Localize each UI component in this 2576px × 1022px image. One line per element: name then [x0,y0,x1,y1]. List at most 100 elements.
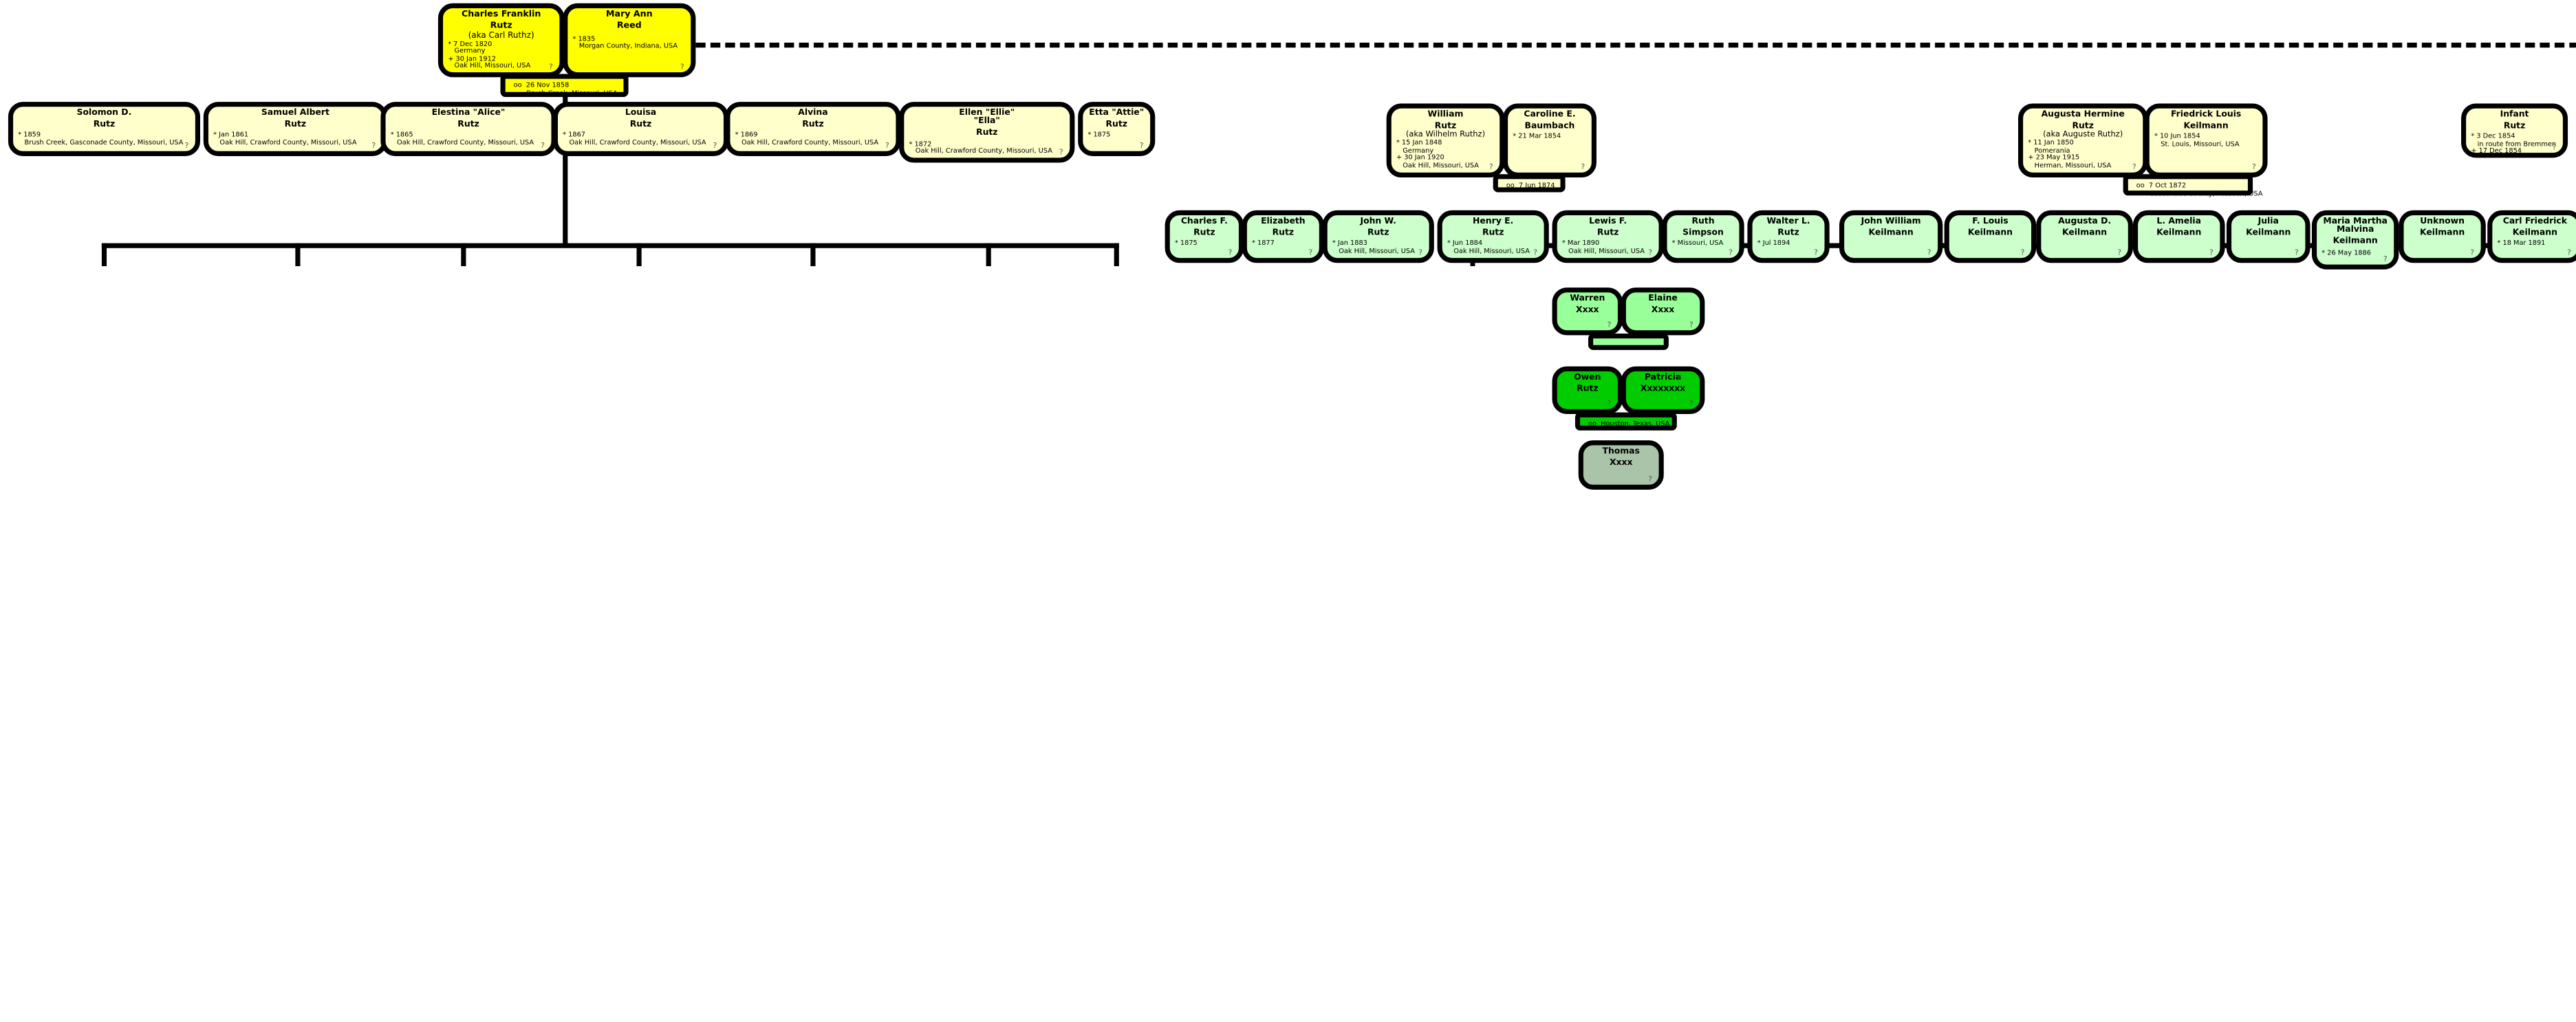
person-box-unknown-keilmann[interactable]: Unknown Keilmann ? [2399,210,2486,263]
person-box-alvina-rutz[interactable]: Alvina Rutz * 1869 Oak Hill, Crawford Co… [725,102,901,156]
person-unknown-marker: ? [2209,250,2214,259]
person-given-name: Ellen "Ellie" "Ella" [959,108,1015,127]
person-unknown-marker: ? [1308,250,1313,259]
person-facts: * 1835 Morgan County, Indiana, USA [572,34,678,50]
person-box-elestina-alice-rutz[interactable]: Elestina "Alice" Rutz * 1865 Oak Hill, C… [380,102,556,156]
person-facts: * Jul 1894 [1757,239,1790,248]
person-unknown-marker: ? [2566,250,2571,259]
person-given-name: Lewis F. [1589,217,1627,227]
person-box-john-w-rutz[interactable]: John W. Rutz * Jan 1883 Oak Hill, Missou… [1322,210,1434,263]
person-box-carl-friedrick-keilmann[interactable]: Carl Friedrick Keilmann * 18 Mar 1891 ? [2487,210,2576,263]
person-box-charles-franklin-rutz-left[interactable]: Charles Franklin Rutz (aka Carl Ruthz) *… [437,3,565,78]
tick-samuel [295,243,301,267]
person-box-charles-f-rutz[interactable]: Charles F. Rutz * 1875 ? [1165,210,1244,263]
person-facts: * Missouri, USA [1671,239,1724,248]
person-box-ruth-simpson[interactable]: Ruth Simpson * Missouri, USA ? [1662,210,1744,263]
person-unknown-marker: ? [1729,250,1733,259]
person-given-name: Augusta Hermine [2041,110,2125,120]
person-surname: Keilmann [2156,228,2202,239]
person-given-name: Elaine [1648,294,1678,304]
person-surname: Rutz [2503,122,2526,132]
person-surname: Rutz [1577,384,1599,395]
person-box-augusta-hermine-rutz[interactable]: Augusta Hermine Rutz (aka Auguste Ruthz)… [2017,103,2148,178]
person-facts: * 26 May 1886 [2321,247,2371,256]
person-given-name: Alvina [798,108,828,119]
person-given-name: Thomas [1602,446,1640,457]
marriage-box-william-caroline[interactable]: oo 7 Jun 1874 [1493,174,1566,193]
person-box-julia-keilmann[interactable]: Julia Keilmann ? [2226,210,2310,263]
person-given-name: Warren [1570,294,1605,304]
person-unknown-marker: ? [1607,400,1612,409]
person-unknown-marker: ? [2552,144,2557,153]
person-box-john-william-keilmann[interactable]: John William Keilmann ? [1839,210,1943,263]
person-facts: * 1875 [1174,239,1198,248]
person-aka: (aka Carl Ruthz) [468,30,534,41]
person-box-friedrick-louis-keilmann[interactable]: Friedrick Louis Keilmann * 10 Jun 1854 S… [2144,103,2268,178]
person-box-walter-l-rutz[interactable]: Walter L. Rutz * Jul 1894 ? [1747,210,1830,263]
person-surname: Rutz [1193,228,1215,239]
person-box-louisa-rutz[interactable]: Louisa Rutz * 1867 Oak Hill, Crawford Co… [552,102,729,156]
person-given-name: Carl Friedrick [2502,217,2567,227]
person-given-name: Caroline E. [1524,110,1576,120]
person-unknown-marker: ? [2252,164,2256,173]
person-aka: (aka Auguste Ruthz) [2043,132,2123,141]
person-box-mary-ann-reed[interactable]: Mary Ann Reed * 1835 Morgan County, Indi… [563,3,696,78]
person-box-elizabeth-rutz[interactable]: Elizabeth Rutz * 1877 ? [1242,210,1324,263]
person-box-infant-rutz[interactable]: Infant Rutz * 3 Dec 1854 in route from B… [2461,103,2568,158]
person-unknown-marker: ? [2383,256,2388,265]
person-box-owen-rutz[interactable]: Owen Rutz ? [1552,366,1623,415]
tick-ellen [986,243,991,267]
person-unknown-marker: ? [1489,164,1493,173]
person-box-thomas-xxxx[interactable]: Thomas Xxxx ? [1578,440,1664,490]
person-unknown-marker: ? [371,142,376,151]
person-surname: Simpson [1682,228,1724,239]
person-box-warren-xxxx[interactable]: Warren Xxxx ? [1552,287,1623,336]
person-box-l-amelia-keilmann[interactable]: L. Amelia Keilmann ? [2132,210,2225,263]
person-surname: Rutz [1367,228,1389,239]
person-facts: * 1865 Oak Hill, Crawford County, Missou… [390,130,534,146]
person-unknown-marker: ? [2132,164,2136,173]
person-facts: * 18 Mar 1891 [2497,239,2546,248]
person-box-etta-attie-rutz[interactable]: Etta "Attie" Rutz * 1875 ? [1078,102,1156,156]
person-given-name: Samuel Albert [261,108,329,119]
person-facts: * 1869 Oak Hill, Crawford County, Missou… [735,130,879,146]
person-given-name: Charles F. [1180,217,1228,227]
marriage-box-charles-mary[interactable]: oo 26 Nov 1858 Brush Creek, Missouri, US… [500,74,629,97]
person-box-samuel-albert-rutz[interactable]: Samuel Albert Rutz * Jan 1861 Oak Hill, … [203,102,387,156]
marriage-box-augusta-friedrick[interactable]: oo 7 Oct 1872 Gasconade County, Missouri… [2123,174,2262,196]
duplicate-person-link [695,43,2576,48]
person-box-solomon-d-rutz[interactable]: Solomon D. Rutz * 1859 Brush Creek, Gasc… [8,102,201,156]
person-surname: Keilmann [2512,228,2557,239]
person-facts: * 7 Dec 1820 Germany + 30 Jan 1912 Oak H… [448,39,531,69]
person-unknown-marker: ? [1581,164,1585,173]
person-given-name: Owen [1574,373,1601,383]
person-given-name: Henry E. [1473,217,1514,227]
person-box-henry-e-rutz[interactable]: Henry E. Rutz * Jun 1884 Oak Hill, Misso… [1437,210,1549,263]
person-box-f-louis-keilmann[interactable]: F. Louis Keilmann ? [1944,210,2037,263]
person-box-maria-martha-malvina-keilmann[interactable]: Maria Martha Malvina Keilmann * 26 May 1… [2311,210,2399,270]
person-facts: * 15 Jan 1848 Germany + 30 Jan 1920 Oak … [1396,138,1480,169]
person-box-elaine-xxxx[interactable]: Elaine Xxxx ? [1621,287,1705,336]
person-unknown-marker: ? [549,64,553,73]
marriage-box-owen-patricia[interactable]: oo Houston, Texas, USA [1574,412,1677,431]
person-facts: * Jan 1883 Oak Hill, Missouri, USA [1332,239,1415,254]
person-box-ellen-ellie-ella-rutz[interactable]: Ellen "Ellie" "Ella" Rutz * 1872 Oak Hil… [899,102,1075,163]
person-surname: Keilmann [2420,228,2465,239]
person-surname: Rutz [490,21,512,32]
marriage-box-warren-elaine[interactable] [1588,333,1669,350]
person-box-patricia-xxxxxxxx[interactable]: Patricia Xxxxxxxx ? [1621,366,1705,415]
person-surname: Xxxx [1651,305,1675,316]
person-facts: * 1859 Brush Creek, Gasconade County, Mi… [18,130,184,146]
person-box-lewis-f-rutz[interactable]: Lewis F. Rutz * Mar 1890 Oak Hill, Misso… [1552,210,1664,263]
person-given-name: Charles Franklin [461,10,541,20]
person-box-william-rutz[interactable]: William Rutz (aka Wilhelm Ruthz) * 15 Ja… [1386,103,1505,178]
person-surname: Rutz [629,120,652,131]
person-unknown-marker: ? [1689,322,1693,331]
person-surname: Rutz [457,120,479,131]
person-facts: * Mar 1890 Oak Hill, Missouri, USA [1561,239,1645,254]
person-facts: * 21 Mar 1854 [1513,132,1561,141]
person-box-augusta-d-keilmann[interactable]: Augusta D. Keilmann ? [2036,210,2133,263]
person-box-caroline-e-baumbach[interactable]: Caroline E. Baumbach * 21 Mar 1854 ? [1502,103,1597,178]
tick-louisa [636,243,642,267]
person-facts: * Jun 1884 Oak Hill, Missouri, USA [1447,239,1530,254]
